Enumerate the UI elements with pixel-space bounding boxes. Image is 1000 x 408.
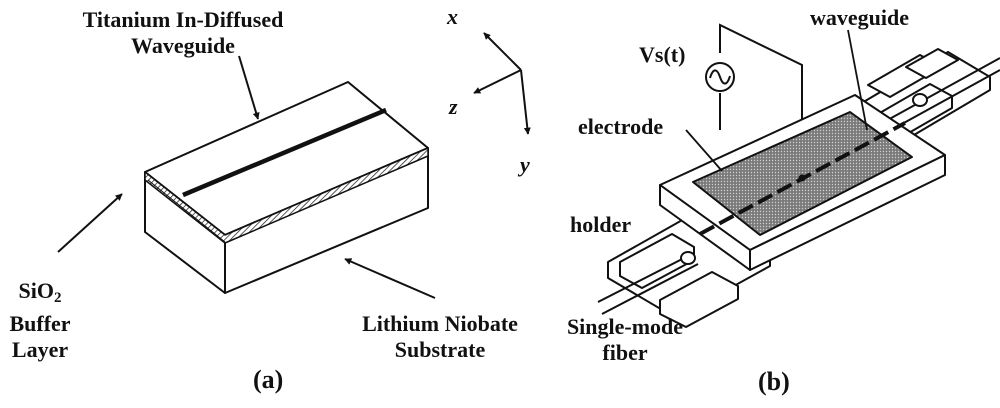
axis-z-arrow <box>473 69 522 94</box>
modulator-chip <box>659 94 946 271</box>
axis-x-label: x <box>447 4 458 29</box>
label-titanium-line1: Titanium In-Diffused <box>82 7 284 32</box>
label-sio2-buffer-layer: SiO2 Buffer Layer <box>0 278 80 363</box>
label-vs: Vs(t) <box>639 42 686 67</box>
arrow-lithium <box>344 258 436 299</box>
electrode-contact-dot <box>798 174 806 182</box>
caption-a: (a) <box>253 365 284 394</box>
label-holder: holder <box>570 212 632 237</box>
label-fiber-line1: Single-mode <box>566 314 684 339</box>
label-fiber-line2: fiber <box>602 340 648 365</box>
substrate-block <box>144 81 429 294</box>
coordinate-axes <box>473 32 531 135</box>
right-fiber-end <box>912 93 928 107</box>
label-single-mode-fiber: Single-mode fiber <box>550 314 700 366</box>
chip-front-face <box>749 154 946 271</box>
caption-b: (b) <box>758 367 790 396</box>
axis-y-label: y <box>520 152 530 177</box>
axis-z-label: z <box>449 94 458 119</box>
label-titanium-line2: Waveguide <box>131 33 235 58</box>
sine-wave-icon <box>709 69 731 85</box>
label-electrode: electrode <box>578 114 664 139</box>
buffer-edge-line <box>147 179 226 243</box>
sio2-buffer-layer <box>144 147 429 244</box>
label-sio2-main: SiO <box>18 278 54 303</box>
label-lithium-line2: Substrate <box>394 337 486 362</box>
pointer-waveguide <box>847 29 868 131</box>
axis-x-arrow <box>483 32 522 71</box>
electrode-pad <box>692 111 913 236</box>
label-titanium: Titanium In-Diffused Waveguide <box>28 7 338 59</box>
pointer-electrode <box>685 129 723 172</box>
axis-y-arrow <box>520 69 531 135</box>
label-sio2: SiO2 <box>0 278 80 311</box>
left-fiber-upper <box>597 253 693 303</box>
arrow-titanium <box>238 55 260 120</box>
label-sio2-subscript: 2 <box>53 290 62 306</box>
left-fiber-end <box>680 251 696 265</box>
right-holder-groove <box>905 48 959 79</box>
left-fiber-lower <box>601 263 699 315</box>
label-layer: Layer <box>11 337 69 362</box>
label-waveguide: waveguide <box>810 5 909 30</box>
left-holder-block-2 <box>659 271 739 328</box>
label-lithium-niobate: Lithium Niobate Substrate <box>315 311 565 363</box>
arrow-sio2 <box>57 193 123 253</box>
titanium-waveguide-stripe <box>182 107 387 198</box>
label-lithium-line1: Lithium Niobate <box>362 311 518 336</box>
label-buffer: Buffer <box>9 311 71 336</box>
